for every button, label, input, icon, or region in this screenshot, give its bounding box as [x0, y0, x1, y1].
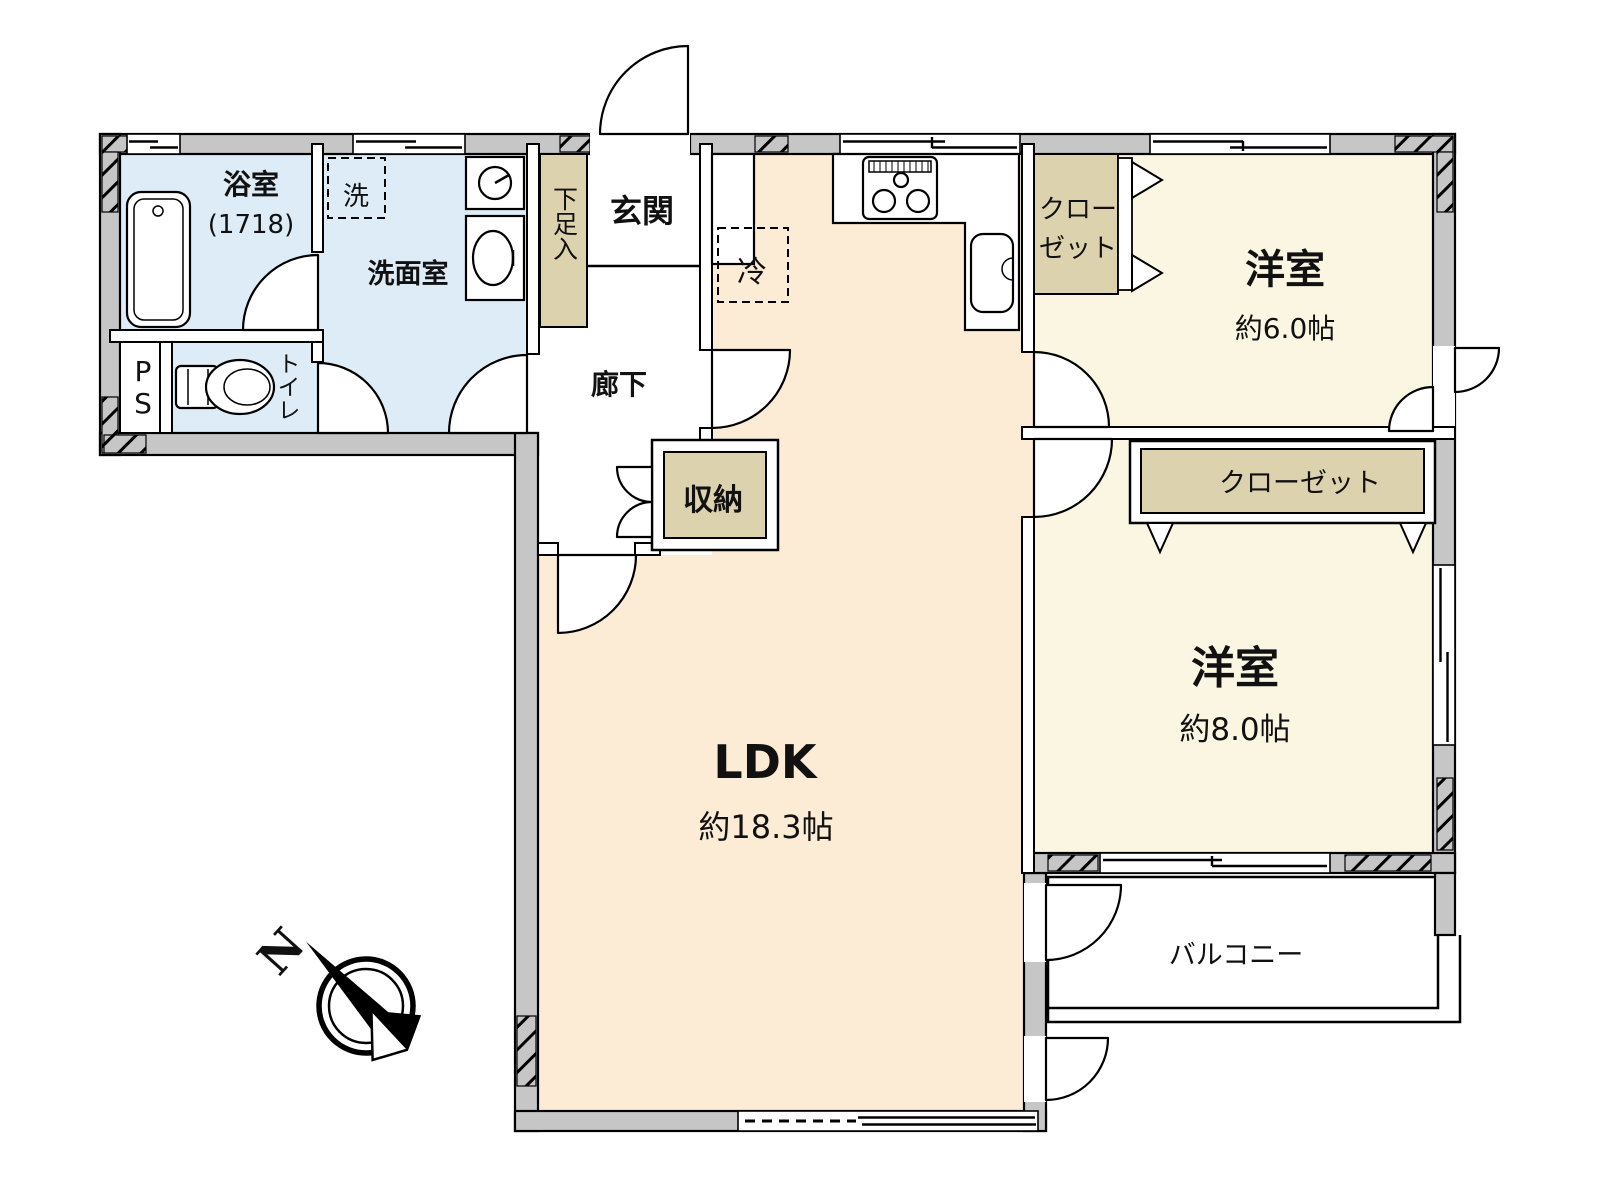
vanity-sinks: [464, 155, 526, 302]
hallway-ldk-door: [710, 348, 792, 430]
closet-b-label: クローゼット: [1219, 468, 1381, 499]
room-labels: 浴室 (1718) 洗 洗面室 P S トイレ 下足入 玄関 廊下 冷 収納 ク…: [134, 168, 1381, 971]
closet-a-label-line1: クロー: [1039, 195, 1117, 225]
balcony-fence: [1046, 935, 1462, 1024]
compass: N: [247, 918, 422, 1062]
closet-a-box: [1033, 153, 1164, 295]
bathroom-label: 浴室: [223, 168, 279, 201]
folding-door-arrow-icon: [1398, 522, 1428, 555]
hallway-label: 廊下: [591, 368, 647, 401]
bedroom-a-side-door-in: [1387, 385, 1435, 433]
entrance-area: [539, 152, 756, 328]
window-ldk-bottom: [737, 1110, 1039, 1132]
washer-space-box: [327, 157, 386, 219]
ldk-label: LDK: [713, 735, 818, 789]
balcony-label: バルコニー: [1169, 940, 1303, 971]
hallway-ldk-door-2: [556, 553, 638, 635]
bedroom-b-door: [1032, 437, 1114, 519]
window-bedroom-b-side: [1432, 564, 1456, 746]
bedroom-b-label: 洋室: [1191, 643, 1279, 694]
wall-openings: [590, 133, 1455, 1102]
washer-label: 洗: [343, 182, 369, 212]
washroom-label: 洗面室: [368, 258, 449, 290]
balcony-door-2: [1044, 1036, 1110, 1102]
kitchen-sink: [969, 232, 1015, 314]
bedroom-a-label: 洋室: [1245, 247, 1325, 293]
compass-north-label: N: [247, 918, 315, 985]
folding-door-arrow-icon: [1131, 253, 1164, 293]
toilet-label: トイレ: [273, 352, 299, 421]
folding-door-arrow-icon: [1145, 522, 1175, 555]
window-bedroom-a: [1149, 133, 1331, 155]
balcony-door-1: [1044, 883, 1123, 962]
bedroom-a-side-door-out: [1453, 346, 1501, 394]
entrance-door: [598, 44, 690, 136]
bedroom-b-size-label: 約8.0帖: [1179, 712, 1290, 748]
window-balcony-sliding: [1099, 852, 1331, 874]
kitchen: [717, 152, 1021, 332]
window-washroom: [352, 133, 466, 155]
wall-hatch-sections: [101, 135, 1454, 1087]
shoe-cabinet-label: 下足入: [550, 186, 579, 261]
pipe-space-label-s: S: [134, 387, 152, 420]
ldk-floor: [538, 144, 1034, 1121]
entrance-label: 玄関: [610, 192, 674, 230]
toilet-fixture: [174, 358, 276, 416]
bedroom-a-door: [1032, 350, 1111, 429]
doors: [241, 44, 1501, 1102]
ldk-size-label: 約18.3帖: [698, 808, 833, 846]
bathtub: [125, 190, 192, 329]
refrigerator-label: 冷: [737, 255, 767, 290]
stove: [861, 155, 939, 221]
storage-label: 収納: [683, 483, 743, 518]
pipe-space-box: [119, 341, 161, 434]
pipe-space-label-p: P: [135, 355, 152, 388]
washroom-door: [447, 353, 529, 435]
window-kitchen: [839, 133, 1021, 155]
closet-b-box: [1128, 439, 1437, 555]
window-bathroom: [126, 133, 181, 155]
windows: [126, 133, 1456, 1132]
shoe-cabinet-box: [539, 153, 588, 328]
folding-door-arrow-icon: [1131, 160, 1164, 200]
bathroom-size-label: (1718): [208, 210, 294, 240]
storage-folding-door: [615, 500, 654, 539]
bedroom-a-size-label: 約6.0帖: [1235, 312, 1336, 345]
toilet-door: [316, 361, 390, 435]
entrance-cabinet: [710, 152, 756, 266]
refrigerator-space-box: [717, 227, 789, 303]
bathroom-door: [241, 253, 320, 332]
closet-a-label-line2: ゼット: [1039, 234, 1117, 264]
